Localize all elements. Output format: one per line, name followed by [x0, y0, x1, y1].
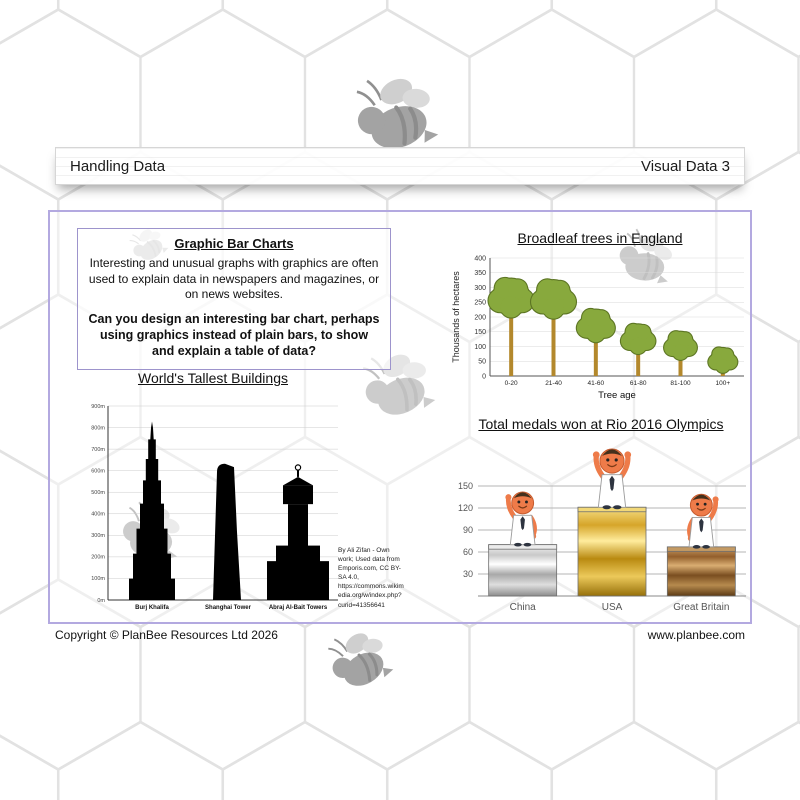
- buildings-chart: 0m 100m 200m 300m 400m 500m 600m 700m 800m 900mBu…: [91, 404, 338, 611]
- svg-text:200m: 200m: [91, 555, 105, 561]
- svg-text:Great Britain: Great Britain: [673, 602, 729, 613]
- page-title: Handling Data: [70, 157, 166, 175]
- svg-text:600m: 600m: [91, 468, 105, 474]
- broadleaf-chart-title: Broadleaf trees in England: [517, 230, 683, 246]
- header-bar: Handling Data Visual Data 3: [55, 147, 745, 185]
- svg-text:0m: 0m: [97, 598, 105, 604]
- svg-text:150: 150: [458, 481, 473, 491]
- svg-text:100: 100: [474, 344, 486, 351]
- olympics-chart-title: Total medals won at Rio 2016 Olympics: [478, 416, 724, 432]
- info-box: Graphic Bar Charts Interesting and unusu…: [77, 228, 391, 370]
- svg-text:150: 150: [474, 329, 486, 336]
- svg-text:81-100: 81-100: [670, 380, 691, 387]
- svg-text:700m: 700m: [91, 447, 105, 453]
- svg-text:China: China: [510, 602, 537, 613]
- svg-text:50: 50: [478, 359, 486, 366]
- website-text: www.planbee.com: [647, 628, 745, 642]
- svg-text:0: 0: [482, 373, 486, 380]
- svg-text:USA: USA: [602, 602, 623, 613]
- svg-text:350: 350: [474, 270, 486, 277]
- svg-text:21-40: 21-40: [545, 380, 562, 387]
- image-attribution: By Ali Zifan - Own work; Used data from …: [338, 547, 404, 609]
- svg-text:120: 120: [458, 503, 473, 513]
- svg-text:100+: 100+: [716, 380, 731, 387]
- svg-text:900m: 900m: [91, 404, 105, 410]
- svg-text:100m: 100m: [91, 576, 105, 582]
- copyright-text: Copyright © PlanBee Resources Ltd 2026: [55, 628, 278, 642]
- lesson-title: Visual Data 3: [641, 157, 730, 175]
- svg-text:Burj Khalifa: Burj Khalifa: [135, 605, 169, 611]
- svg-text:60: 60: [463, 547, 473, 557]
- svg-text:Tree age: Tree age: [598, 390, 636, 401]
- info-box-question: Can you design an interesting bar chart,…: [88, 311, 380, 359]
- buildings-chart-block: World's Tallest Buildings 0m 100m 200m 300m…: [80, 370, 346, 626]
- broadleaf-chart-block: Broadleaf trees in England 0 50 100 150 200 2…: [450, 230, 750, 410]
- svg-text:800m: 800m: [91, 425, 105, 431]
- content-panel: Graphic Bar Charts Interesting and unusu…: [48, 210, 752, 624]
- svg-text:Abraj Al-Bait Towers: Abraj Al-Bait Towers: [269, 605, 328, 611]
- svg-text:200: 200: [474, 314, 486, 321]
- svg-text:300: 300: [474, 285, 486, 292]
- svg-text:90: 90: [463, 525, 473, 535]
- info-box-body: Interesting and unusual graphs with grap…: [88, 256, 380, 302]
- svg-text:300m: 300m: [91, 533, 105, 539]
- svg-text:61-80: 61-80: [630, 380, 647, 387]
- svg-text:500m: 500m: [91, 490, 105, 496]
- info-box-title: Graphic Bar Charts: [174, 236, 294, 251]
- svg-text:400: 400: [474, 255, 486, 262]
- svg-text:400m: 400m: [91, 512, 105, 518]
- svg-text:Shanghai Tower: Shanghai Tower: [205, 605, 252, 611]
- svg-text:Thousands of hectares: Thousands of hectares: [451, 271, 461, 363]
- svg-text:30: 30: [463, 569, 473, 579]
- svg-text:0-20: 0-20: [505, 380, 518, 387]
- svg-text:250: 250: [474, 300, 486, 307]
- olympics-chart-block: Total medals won at Rio 2016 Olympics 30…: [448, 416, 754, 626]
- buildings-chart-title: World's Tallest Buildings: [137, 370, 288, 386]
- svg-text:41-60: 41-60: [588, 380, 605, 387]
- footer: Copyright © PlanBee Resources Ltd 2026 w…: [55, 628, 745, 642]
